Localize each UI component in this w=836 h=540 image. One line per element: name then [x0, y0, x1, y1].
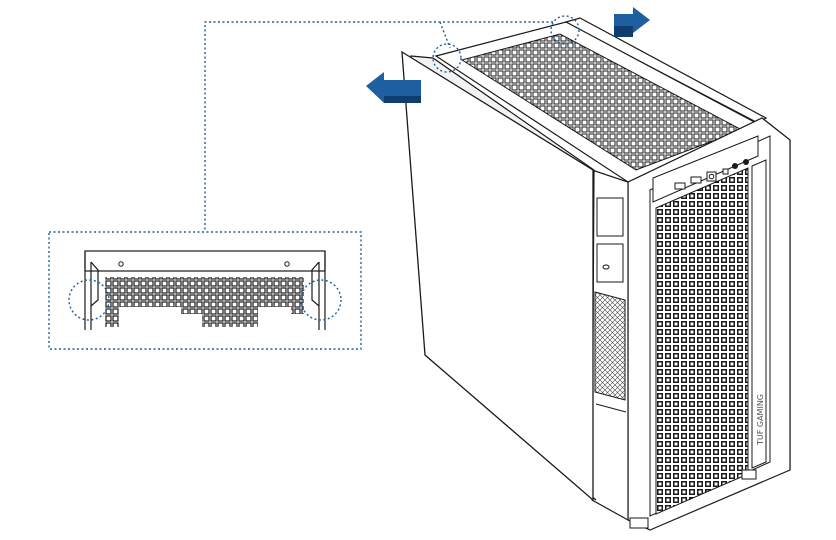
- arrow-right-icon: [614, 7, 650, 37]
- inset-mesh-center-drop: [181, 307, 202, 314]
- inset-detail: [49, 232, 361, 349]
- inset-top-rail: [85, 251, 325, 271]
- case-front-mesh: [656, 168, 748, 514]
- case-logo: TUF GAMING: [756, 394, 765, 446]
- inset-mesh-main: [105, 277, 304, 307]
- inset-mesh-center-drop2: [202, 307, 258, 327]
